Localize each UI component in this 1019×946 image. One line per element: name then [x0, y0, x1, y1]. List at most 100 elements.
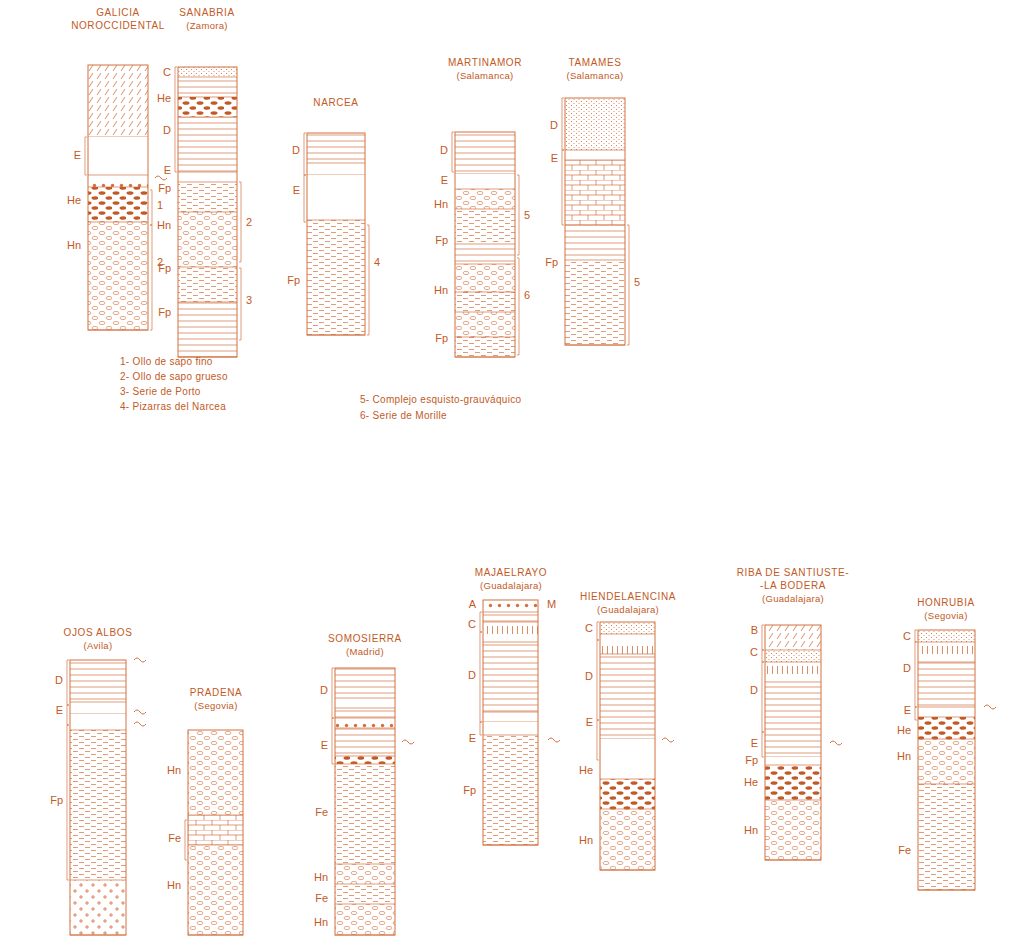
rock-layer	[188, 730, 243, 815]
column-outline	[188, 730, 243, 935]
rock-layer	[335, 904, 395, 935]
unit-code: Hn	[434, 198, 448, 210]
unit-code: He	[579, 764, 593, 776]
locality-name: SANABRIA	[152, 6, 262, 19]
unit-code: Hn	[579, 834, 593, 846]
rock-layer	[178, 117, 237, 172]
column-heading: SANABRIA(Zamora)	[152, 6, 262, 32]
unit-code: D	[550, 119, 558, 131]
rock-layer	[455, 209, 515, 244]
rock-layer	[335, 884, 395, 904]
unit-code: Fp	[435, 332, 448, 344]
callout-number: 3	[246, 294, 252, 306]
rock-layer	[178, 172, 237, 182]
bracket	[185, 820, 187, 860]
bracket	[304, 133, 306, 175]
unit-code: D	[750, 684, 758, 696]
rock-layer	[483, 735, 538, 845]
bracket	[597, 720, 599, 760]
unit-code: He	[67, 194, 81, 206]
rock-layer	[483, 600, 538, 612]
rock-layer	[178, 302, 237, 357]
unit-code: Fp	[158, 182, 171, 194]
unconformity-mark	[134, 658, 146, 662]
unconformity-mark	[662, 738, 674, 742]
province-name: (Segovia)	[161, 699, 271, 712]
callout-number: 2	[246, 216, 252, 228]
callout-number: 4	[374, 256, 380, 268]
rock-layer	[335, 668, 395, 698]
rock-layer	[565, 150, 625, 160]
unit-code: D	[903, 662, 911, 674]
unconformity-mark	[402, 740, 414, 744]
rock-layer	[565, 98, 625, 150]
callout-number: 5	[634, 276, 640, 288]
unit-code: C	[903, 630, 911, 642]
unit-code: Fe	[315, 892, 328, 904]
province-name: (Segovia)	[896, 609, 996, 622]
bracket	[175, 67, 177, 172]
rock-layer	[483, 612, 538, 622]
bracket	[85, 137, 87, 175]
rock-layer	[178, 77, 237, 97]
column-heading: MARTINAMOR(Salamanca)	[430, 56, 540, 82]
rock-layer	[70, 880, 126, 935]
rock-layer	[600, 809, 655, 870]
bracket	[762, 662, 764, 732]
unit-code: He	[744, 776, 758, 788]
column	[67, 658, 146, 935]
unit-code: B	[751, 624, 758, 636]
unconformity-mark	[548, 738, 560, 742]
bracket	[627, 225, 629, 345]
bracket	[67, 660, 69, 705]
rock-layer	[918, 784, 975, 890]
rock-layer	[765, 800, 821, 860]
column	[452, 132, 519, 357]
rock-layer	[565, 160, 625, 225]
bracket	[562, 98, 564, 150]
column-heading: MAJAELRAYO(Guadalajara)	[456, 566, 566, 592]
rock-layer	[765, 765, 821, 800]
unit-code: E	[551, 152, 558, 164]
column-outline	[600, 622, 655, 870]
bracket	[150, 190, 152, 225]
province-name: (Guadalajara)	[568, 603, 688, 616]
unit-code: Hn	[167, 764, 181, 776]
unit-code: Fp	[158, 306, 171, 318]
unit-code: Fp	[463, 784, 476, 796]
column-heading: OJOS ALBOS(Avila)	[43, 626, 153, 652]
rock-layer	[88, 175, 148, 187]
legend-entry: 2- Ollo de sapo grueso	[120, 371, 228, 383]
rock-layer	[483, 622, 538, 642]
rock-layer	[765, 757, 821, 765]
rock-layer	[178, 267, 237, 302]
bracket	[597, 622, 599, 640]
bracket	[517, 258, 519, 355]
rock-layer	[307, 175, 365, 220]
locality-name: SOMOSIERRA	[310, 632, 420, 645]
unit-code: Fe	[898, 844, 911, 856]
column-heading: NARCEA	[281, 96, 391, 109]
legend-entry: 4- Pizarras del Narcea	[120, 401, 226, 413]
rock-layer	[307, 163, 365, 175]
rock-layer	[455, 337, 515, 357]
unit-code: E	[586, 716, 593, 728]
bracket	[239, 182, 241, 262]
rock-layer	[70, 660, 126, 702]
province-name: (Zamora)	[152, 19, 262, 32]
unit-code: E	[751, 737, 758, 749]
unit-code: E	[441, 174, 448, 186]
unit-code: E	[321, 739, 328, 751]
bracket	[332, 668, 334, 718]
unit-code: D	[320, 684, 328, 696]
unit-code: Fp	[435, 234, 448, 246]
unit-code: C	[585, 622, 593, 634]
column	[915, 630, 996, 890]
bracket	[332, 718, 334, 764]
unit-code: D	[292, 144, 300, 156]
rock-layer	[455, 132, 515, 174]
column-outline	[483, 600, 538, 845]
rock-layer	[307, 220, 365, 335]
rock-layer	[600, 634, 655, 654]
